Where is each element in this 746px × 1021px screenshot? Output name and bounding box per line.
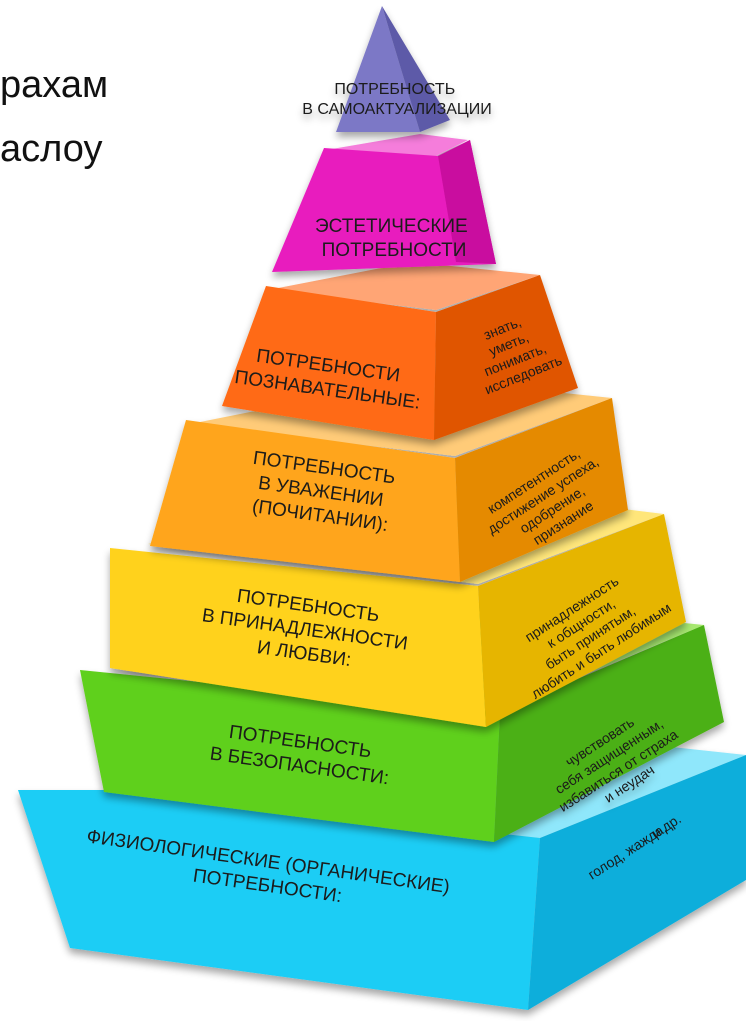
level-aesthetic-title: ЭСТЕТИЧЕСКИЕ ПОТРЕБНОСТИ bbox=[315, 216, 473, 261]
level-aesthetic-side bbox=[438, 140, 496, 264]
level-belonging-side bbox=[478, 514, 686, 727]
level-physiological-front bbox=[18, 790, 540, 1010]
level-safety-front bbox=[80, 670, 500, 842]
level-aesthetic: ЭСТЕТИЧЕСКИЕ ПОТРЕБНОСТИ bbox=[272, 134, 496, 272]
level-cognitive-side bbox=[434, 275, 578, 440]
level-self-actualization-front bbox=[336, 6, 420, 132]
level-belonging-front bbox=[110, 548, 486, 727]
level-self-actualization-title: ПОТРЕБНОСТЬ В САМОАКТУАЛИЗАЦИИ bbox=[302, 81, 491, 118]
level-self-actualization-side bbox=[382, 6, 450, 132]
level-safety-side bbox=[494, 625, 724, 842]
level-esteem-side bbox=[455, 398, 628, 582]
level-esteem: ПОТРЕБНОСТЬ В УВАЖЕНИИ (ПОЧИТАНИИ): комп… bbox=[150, 378, 628, 582]
level-cognitive-examples: знать, уметь, понимать, исследовать bbox=[463, 305, 564, 398]
level-physiological-side bbox=[528, 755, 746, 1010]
level-self-actualization: ПОТРЕБНОСТЬ В САМОАКТУАЛИЗАЦИИ bbox=[302, 6, 492, 132]
level-aesthetic-top bbox=[326, 134, 468, 156]
level-cognitive-front bbox=[222, 286, 436, 440]
slide-title-line-1: рахам bbox=[0, 64, 109, 106]
level-esteem-front bbox=[150, 420, 460, 582]
level-cognitive: ПОТРЕБНОСТИ ПОЗНАВАТЕЛЬНЫЕ: знать, уметь… bbox=[222, 262, 578, 440]
slide-title-line-2: аслоу bbox=[0, 128, 103, 170]
level-aesthetic-front bbox=[272, 140, 496, 272]
